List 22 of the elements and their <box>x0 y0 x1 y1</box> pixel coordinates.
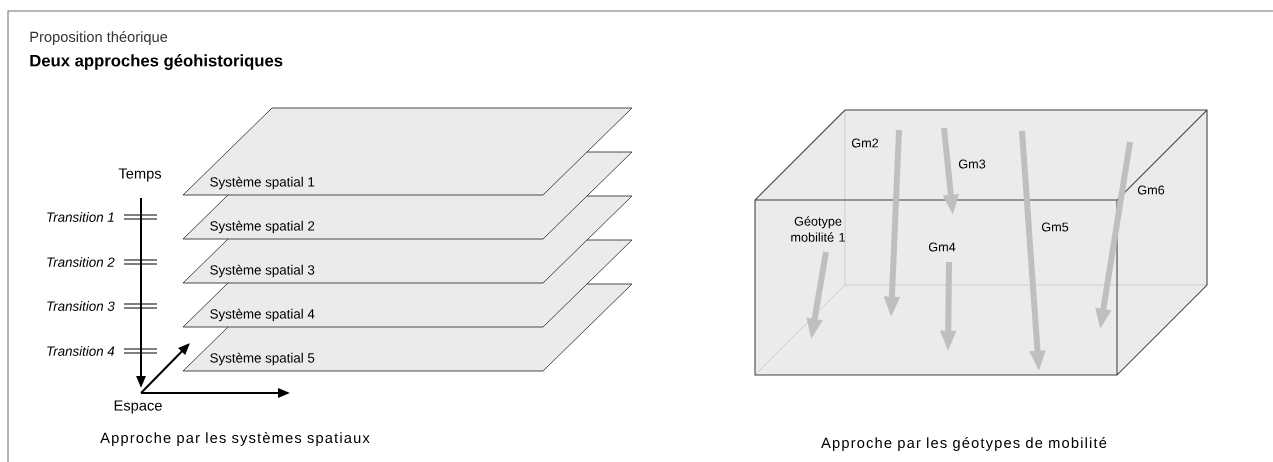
arrow-label: Gm3 <box>958 159 986 169</box>
subtitle: Proposition théorique <box>30 31 168 45</box>
arrow-label: Gm5 <box>1041 222 1069 232</box>
caption: Approche par les systèmes spatiaux <box>100 432 370 446</box>
plane-label: Système spatial 1 <box>210 176 315 190</box>
axis-label: Espace <box>114 400 162 414</box>
plane-label: Système spatial 4 <box>210 308 315 322</box>
arrow-label: Gm6 <box>1137 185 1165 195</box>
transition-label: Transition 2 <box>47 257 115 267</box>
arrow-label: Géotype mobilité 1 <box>791 216 845 242</box>
caption: Approche par les géotypes de mobilité <box>821 437 1107 451</box>
plane-label: Système spatial 5 <box>210 352 315 366</box>
cube <box>754 109 1208 376</box>
arrow-label: Gm2 <box>851 138 879 148</box>
plane-label: Système spatial 3 <box>210 264 315 278</box>
title: Deux approches géohistoriques <box>30 54 283 70</box>
transition-label: Transition 4 <box>47 346 115 356</box>
plane-label: Système spatial 2 <box>210 220 315 234</box>
arrow-label: Gm4 <box>928 242 956 252</box>
transition-label: Transition 3 <box>47 301 115 311</box>
transition-label: Transition 1 <box>47 212 114 222</box>
axis-label: Temps <box>118 168 162 182</box>
